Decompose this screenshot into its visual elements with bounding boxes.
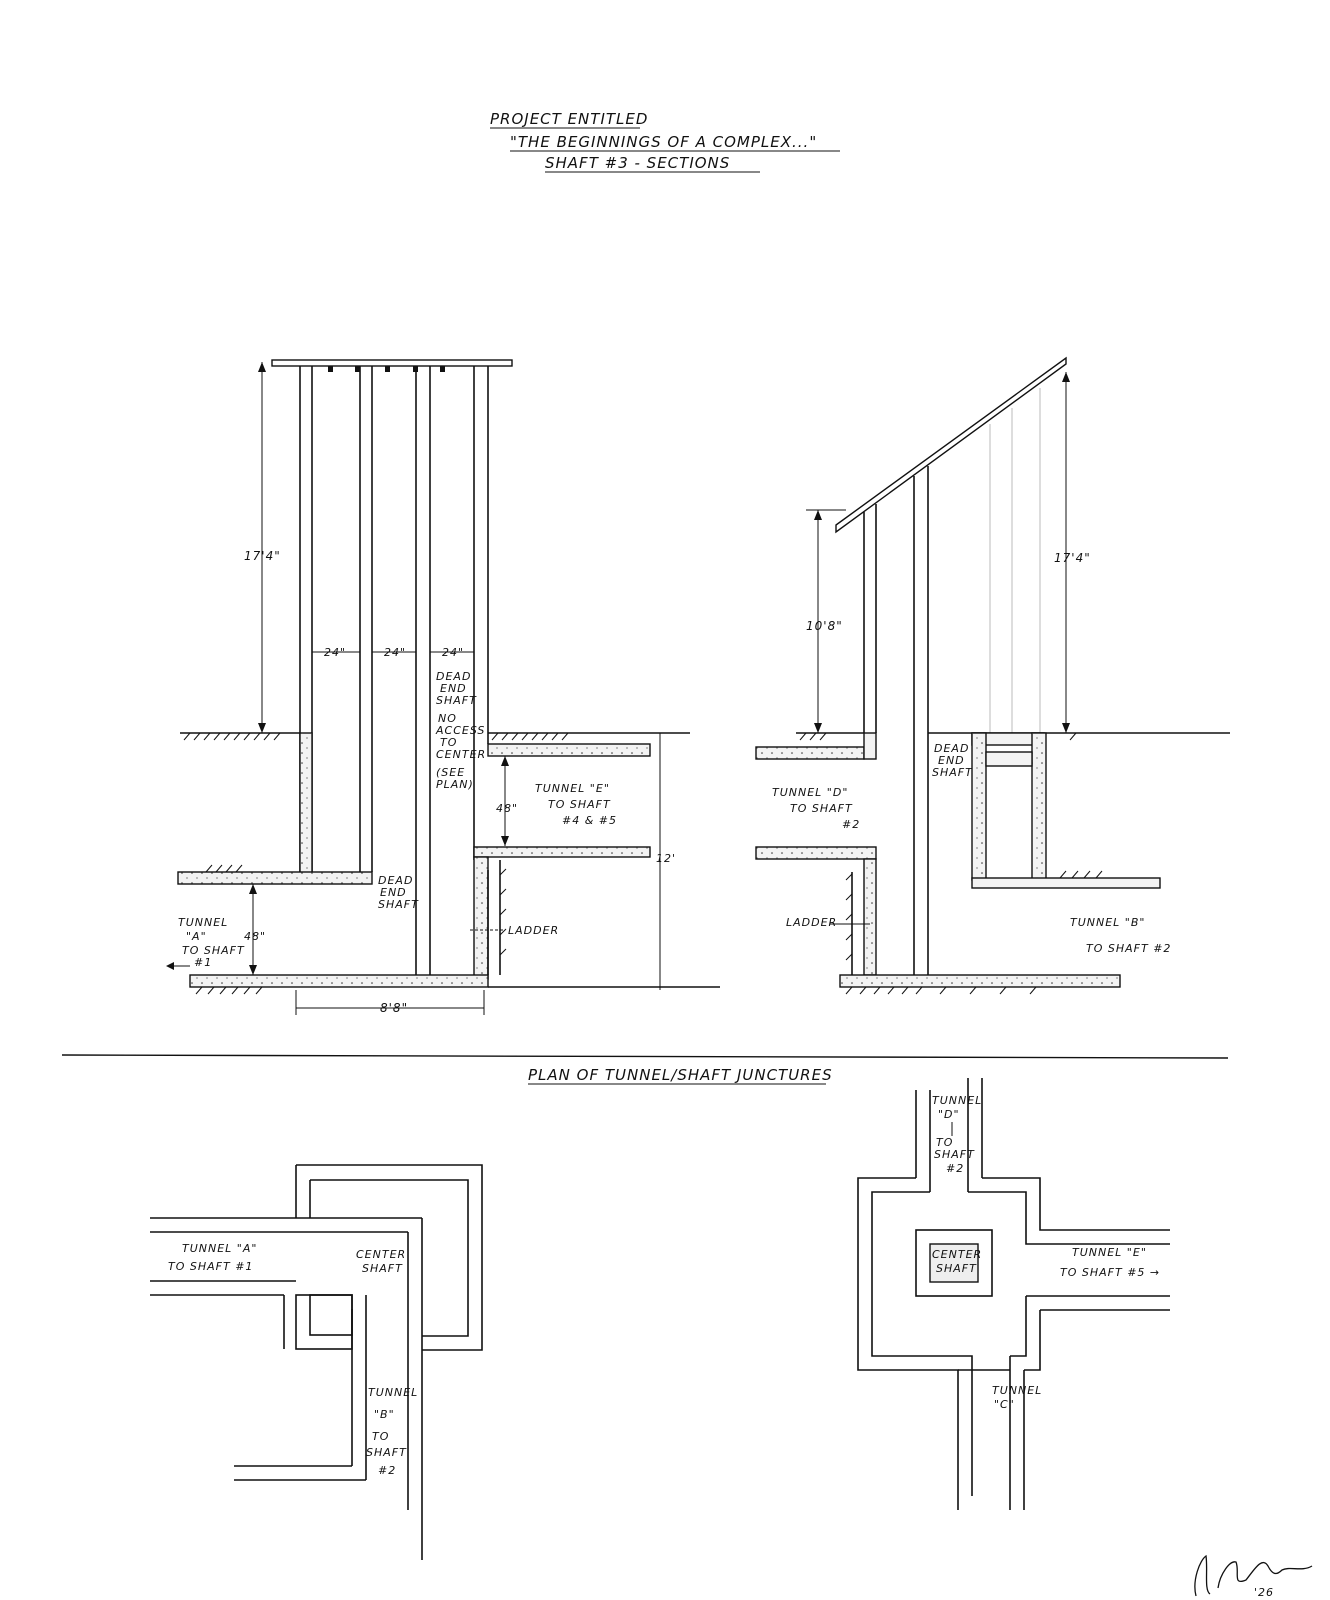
right-plan-tunnel-e-1: TUNNEL "E"	[1072, 1246, 1147, 1259]
right-plan-tunnel-d-1: TUNNEL	[932, 1094, 982, 1107]
dim-width-3: 24"	[442, 646, 464, 659]
title-block: PROJECT ENTITLED "THE BEGINNINGS OF A CO…	[490, 110, 840, 173]
svg-text:#1: #1	[194, 956, 212, 969]
svg-text:(SEE: (SEE	[436, 766, 465, 779]
left-plan-center-1: CENTER	[356, 1248, 406, 1261]
right-plan-center-2: SHAFT	[936, 1262, 977, 1275]
right-plan-center-1: CENTER	[932, 1248, 982, 1261]
left-plan-tunnel-a-1: TUNNEL "A"	[182, 1242, 257, 1255]
svg-text:TUNNEL "E": TUNNEL "E"	[535, 782, 610, 795]
plan-title: PLAN OF TUNNEL/SHAFT JUNCTURES	[528, 1066, 833, 1084]
right-plan-tunnel-d-3: TO	[936, 1136, 953, 1149]
svg-text:TUNNEL: TUNNEL	[178, 916, 228, 929]
title-line-3: SHAFT #3 - SECTIONS	[545, 154, 730, 172]
svg-text:ACCESS: ACCESS	[435, 724, 485, 737]
dim-10-8: 10'8"	[806, 619, 843, 633]
svg-text:TO SHAFT: TO SHAFT	[182, 944, 245, 957]
right-plan-tunnel-d-4: SHAFT	[934, 1148, 975, 1161]
left-plan-tunnel-b-3: TO	[372, 1430, 389, 1443]
svg-text:TO: TO	[440, 736, 457, 749]
dim-17-4-right: 17'4"	[1054, 551, 1091, 565]
dim-height-17-4: 17'4"	[244, 549, 281, 563]
ladder-label-right: LADDER	[786, 916, 837, 929]
dead-end-lower-3: SHAFT	[378, 898, 419, 911]
svg-text:#2: #2	[842, 818, 860, 831]
svg-text:TUNNEL "D": TUNNEL "D"	[772, 786, 848, 799]
left-plan-tunnel-a-2: TO SHAFT #1	[168, 1260, 253, 1273]
dim-width-2: 24"	[384, 646, 406, 659]
svg-text:TO SHAFT: TO SHAFT	[790, 802, 853, 815]
left-plan-tunnel-b-1: TUNNEL	[368, 1386, 418, 1399]
dead-end-note: DEAD END SHAFT NO ACCESS TO CENTER (SEE …	[435, 670, 486, 791]
dim-12: 12'	[656, 852, 676, 865]
dim-base-8-8: 8'8"	[380, 1001, 408, 1015]
ladder-label-left: LADDER	[508, 924, 559, 937]
svg-text:TO SHAFT: TO SHAFT	[548, 798, 611, 811]
dead-end-right-2: END	[938, 754, 965, 767]
svg-text:NO: NO	[438, 712, 457, 725]
svg-text:SHAFT: SHAFT	[436, 694, 477, 707]
dead-end-right-3: SHAFT	[932, 766, 973, 779]
tunnel-d-label: TUNNEL "D" TO SHAFT #2	[772, 786, 860, 831]
left-plan: TUNNEL "A" TO SHAFT #1 CENTER SHAFT TUNN…	[150, 1164, 483, 1560]
svg-text:"A": "A"	[186, 930, 207, 943]
left-plan-tunnel-b-2: "B"	[374, 1408, 395, 1421]
right-plan-tunnel-c-1: TUNNEL	[992, 1384, 1042, 1397]
dim-48-a: 48"	[244, 930, 266, 943]
divider-line	[61, 1054, 1229, 1059]
right-plan: TUNNEL "D" TO SHAFT #2 CENTER SHAFT TUNN…	[857, 1078, 1170, 1510]
dead-end-right-1: DEAD	[934, 742, 969, 755]
signature: '26	[1194, 1554, 1313, 1599]
signature-date: '26	[1254, 1586, 1274, 1599]
right-section: 10'8" 17'4" TUNNEL "D" TO SHAFT #2 DEAD …	[755, 356, 1230, 995]
right-plan-tunnel-d-2: "D"	[938, 1108, 960, 1121]
tunnel-b-label: TUNNEL "B" TO SHAFT #2	[1070, 916, 1171, 955]
dim-width-1: 24"	[324, 646, 346, 659]
svg-text:CENTER: CENTER	[436, 748, 486, 761]
svg-text:#4 & #5: #4 & #5	[562, 814, 617, 827]
svg-text:TO SHAFT #2: TO SHAFT #2	[1086, 942, 1171, 955]
svg-text:TUNNEL "B": TUNNEL "B"	[1070, 916, 1145, 929]
right-plan-tunnel-e-2: TO SHAFT #5 →	[1060, 1266, 1160, 1279]
dead-end-lower-1: DEAD	[378, 874, 413, 887]
svg-text:END: END	[440, 682, 467, 695]
title-line-1: PROJECT ENTITLED	[490, 110, 648, 128]
dead-end-lower-2: END	[380, 886, 407, 899]
right-plan-tunnel-d-5: #2	[946, 1162, 964, 1175]
left-section: 17'4" 24" 24" 24" DEAD END SHAFT NO ACCE…	[166, 359, 720, 1015]
svg-text:DEAD: DEAD	[436, 670, 471, 683]
left-plan-center-2: SHAFT	[362, 1262, 403, 1275]
right-plan-tunnel-c-2: "C"	[994, 1398, 1015, 1411]
tunnel-e-label: TUNNEL "E" TO SHAFT #4 & #5	[535, 782, 617, 827]
dim-48-e: 48"	[496, 802, 518, 815]
left-plan-tunnel-b-5: #2	[378, 1464, 396, 1477]
left-plan-tunnel-b-4: SHAFT	[366, 1446, 407, 1459]
tunnel-a-label: TUNNEL "A" TO SHAFT #1	[178, 916, 245, 969]
title-line-2: "THE BEGINNINGS OF A COMPLEX..."	[510, 133, 817, 151]
svg-text:PLAN): PLAN)	[436, 778, 474, 791]
